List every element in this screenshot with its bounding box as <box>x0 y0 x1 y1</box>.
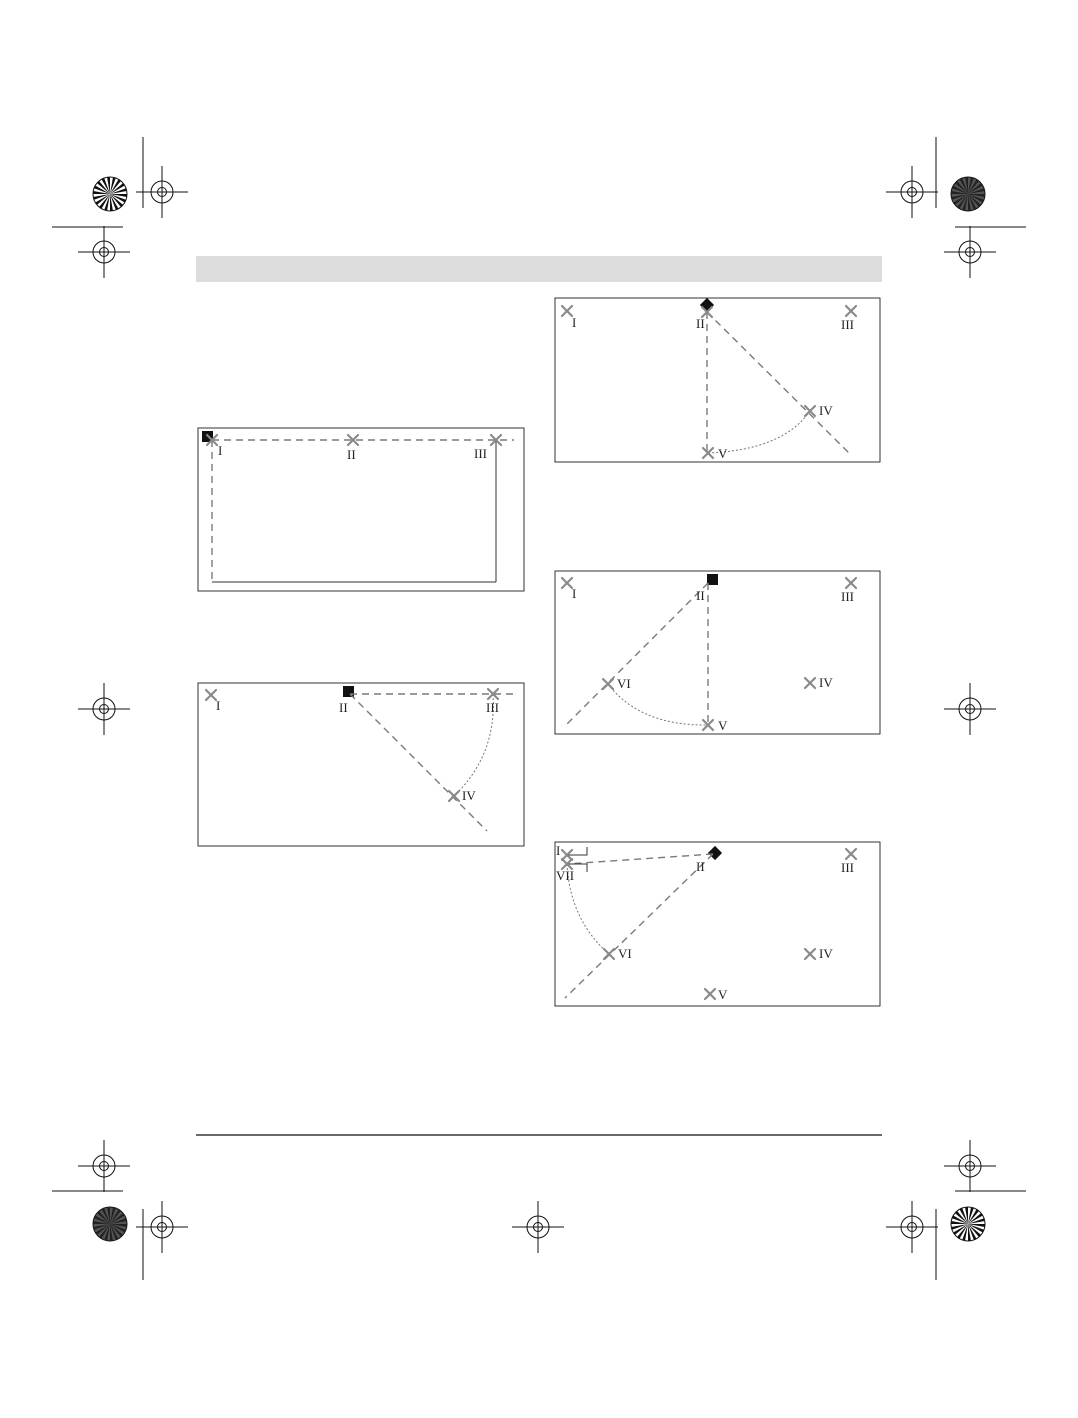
swing-arc <box>453 693 494 797</box>
diagram-figure-2: I II III IV <box>197 682 525 847</box>
registration-target-icon <box>943 682 997 736</box>
laser-line <box>349 693 488 832</box>
point-label: II <box>696 859 705 874</box>
registration-target-icon <box>885 165 939 219</box>
laser-device-icon <box>343 686 354 697</box>
registration-target-icon <box>77 682 131 736</box>
point-label: VI <box>618 946 632 961</box>
point-label: III <box>474 446 487 461</box>
point-label: III <box>841 860 854 875</box>
page-header-bar <box>196 256 882 282</box>
point-label: II <box>347 447 356 462</box>
offset-bracket <box>567 863 588 872</box>
print-crop-marks <box>52 137 1026 1280</box>
registration-target-icon <box>135 165 189 219</box>
point-label: I <box>572 315 576 330</box>
point-label: IV <box>819 403 833 418</box>
registration-target-icon <box>885 1200 939 1254</box>
diagram-figure-5: I VII II III VI IV V <box>554 841 881 1007</box>
point-label: V <box>718 987 728 1002</box>
registration-target-icon <box>943 225 997 279</box>
laser-line <box>566 853 714 865</box>
laser-device-icon <box>707 574 718 585</box>
offset-bracket <box>567 847 588 856</box>
point-label: I <box>556 843 560 858</box>
point-label: III <box>486 700 499 715</box>
point-label: V <box>718 446 728 461</box>
swing-arc <box>707 410 811 454</box>
point-label: I <box>572 586 576 601</box>
laser-line <box>564 582 709 727</box>
point-label: II <box>339 700 348 715</box>
color-wheel-icon <box>92 1206 128 1242</box>
point-label: II <box>696 588 705 603</box>
laser-device-icon <box>707 845 723 861</box>
registration-target-icon <box>511 1200 565 1254</box>
point-label: V <box>718 718 728 733</box>
diagram-figure-3: I II III IV V <box>554 297 881 463</box>
point-label: IV <box>819 946 833 961</box>
color-wheel-icon <box>950 1206 986 1242</box>
point-label: II <box>696 316 705 331</box>
registration-target-icon <box>77 225 131 279</box>
registration-target-icon <box>135 1200 189 1254</box>
print-color-wheels <box>92 176 986 1242</box>
point-label: I <box>218 443 222 458</box>
point-label: VI <box>617 676 631 691</box>
registration-target-icon <box>943 1139 997 1193</box>
diagram-figure-4: I II III VI IV V <box>554 570 881 735</box>
diagram-figure-1: I II III <box>197 427 525 592</box>
registration-target-icon <box>77 1139 131 1193</box>
color-wheel-icon <box>950 176 986 212</box>
point-label: IV <box>462 788 476 803</box>
point-label: VII <box>556 868 574 883</box>
point-label: III <box>841 589 854 604</box>
color-wheel-icon <box>92 176 128 212</box>
laser-line <box>564 853 714 999</box>
swing-arc <box>566 863 610 955</box>
point-label: III <box>841 317 854 332</box>
swing-arc <box>607 683 709 726</box>
laser-line <box>706 311 852 456</box>
point-label: IV <box>819 675 833 690</box>
point-label: I <box>216 698 220 713</box>
